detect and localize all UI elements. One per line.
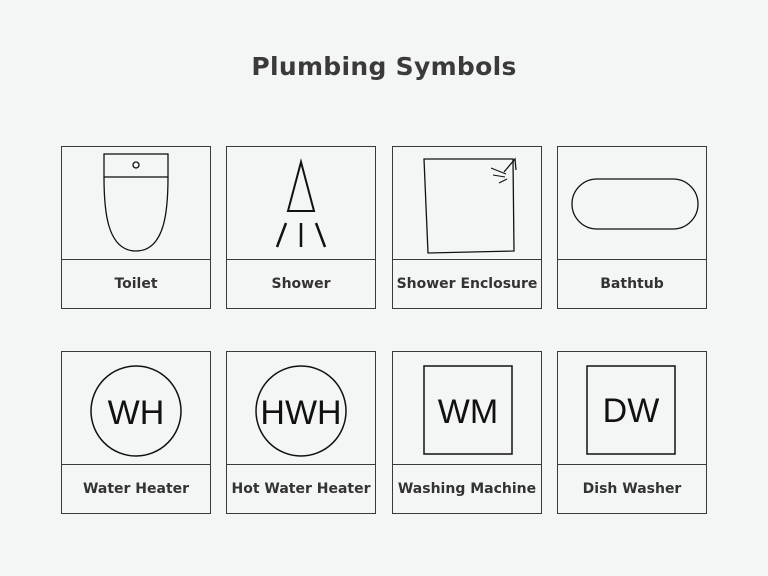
symbol-label: Shower [271, 276, 331, 292]
symbol-label: Water Heater [82, 481, 190, 497]
shower-icon [275, 158, 327, 248]
symbol-label: Dish Washer [582, 481, 682, 497]
symbol-abbr: DW [603, 392, 660, 430]
symbol-card-water-heater: WH Water Heater [61, 351, 211, 514]
symbol-card-dish-washer: DW Dish Washer [557, 351, 707, 514]
symbol-abbr: HWH [260, 394, 341, 432]
water-heater-icon: WH [90, 365, 182, 457]
symbol-label: Hot Water Heater [231, 481, 371, 497]
symbol-label: Bathtub [600, 276, 664, 292]
symbol-card-bathtub: Bathtub [557, 146, 707, 309]
symbol-card-toilet: Toilet [61, 146, 211, 309]
shower-enclosure-icon [423, 157, 517, 254]
symbol-abbr: WM [438, 393, 498, 431]
symbol-card-shower: Shower [226, 146, 376, 309]
page-title: Plumbing Symbols [251, 52, 517, 81]
washing-machine-icon: WM [423, 365, 513, 455]
hot-water-heater-icon: HWH [255, 365, 347, 457]
symbol-label: Washing Machine [397, 481, 537, 497]
symbol-card-washing-machine: WM Washing Machine [392, 351, 542, 514]
symbol-card-shower-enclosure: Shower Enclosure [392, 146, 542, 309]
toilet-icon [103, 153, 169, 252]
symbol-abbr: WH [108, 394, 165, 432]
dish-washer-icon: DW [586, 365, 676, 455]
symbol-card-hot-water-heater: HWH Hot Water Heater [226, 351, 376, 514]
symbol-label: Toilet [114, 276, 158, 292]
symbol-label: Shower Enclosure [396, 276, 538, 292]
bathtub-icon [571, 178, 699, 230]
